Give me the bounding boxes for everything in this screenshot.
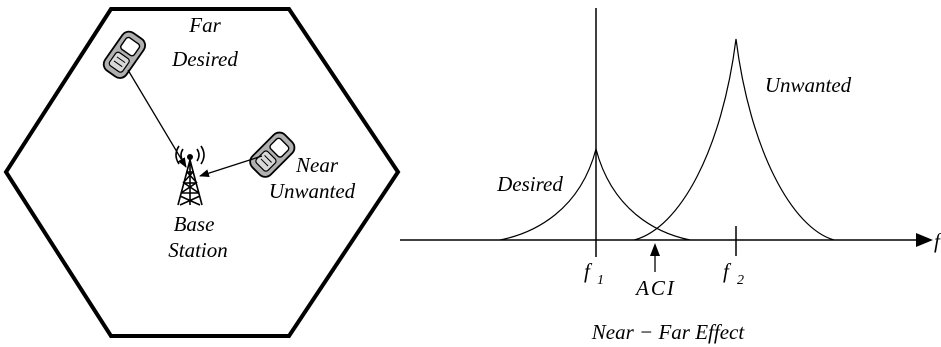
unwanted-spectrum-curve (633, 38, 835, 241)
far-signal-arrow (127, 69, 187, 168)
aci-arrow-head-icon (650, 243, 660, 256)
diagram-caption: Near − Far Effect (591, 320, 746, 344)
unwanted-label: Unwanted (269, 179, 356, 203)
desired-curve-label: Desired (496, 172, 563, 196)
spectrum-diagram: Desired Unwanted f f 1 f 2 ACI Near − Fa… (400, 8, 941, 344)
frequency-axis-arrow-icon (916, 233, 933, 247)
aci-label: ACI (634, 276, 676, 300)
cell-diagram: Far Desired Near Unwanted Base Station (3, 7, 401, 338)
near-signal-arrow (199, 155, 263, 178)
hexagonal-cell (3, 7, 401, 338)
f1-label: f (584, 259, 593, 283)
base-label: Base (174, 212, 215, 236)
f1-subscript: 1 (597, 273, 604, 288)
f2-subscript: 2 (737, 273, 744, 288)
far-desired-phone-icon (102, 30, 147, 79)
station-label: Station (168, 238, 228, 262)
far-label: Far (188, 13, 221, 37)
base-station-tower-icon (175, 145, 205, 206)
f2-label: f (723, 259, 732, 283)
near-label: Near (295, 153, 339, 177)
desired-label: Desired (171, 47, 238, 71)
near-unwanted-phone-icon (249, 131, 296, 178)
frequency-axis-label: f (934, 229, 941, 253)
unwanted-curve-label: Unwanted (765, 73, 852, 97)
